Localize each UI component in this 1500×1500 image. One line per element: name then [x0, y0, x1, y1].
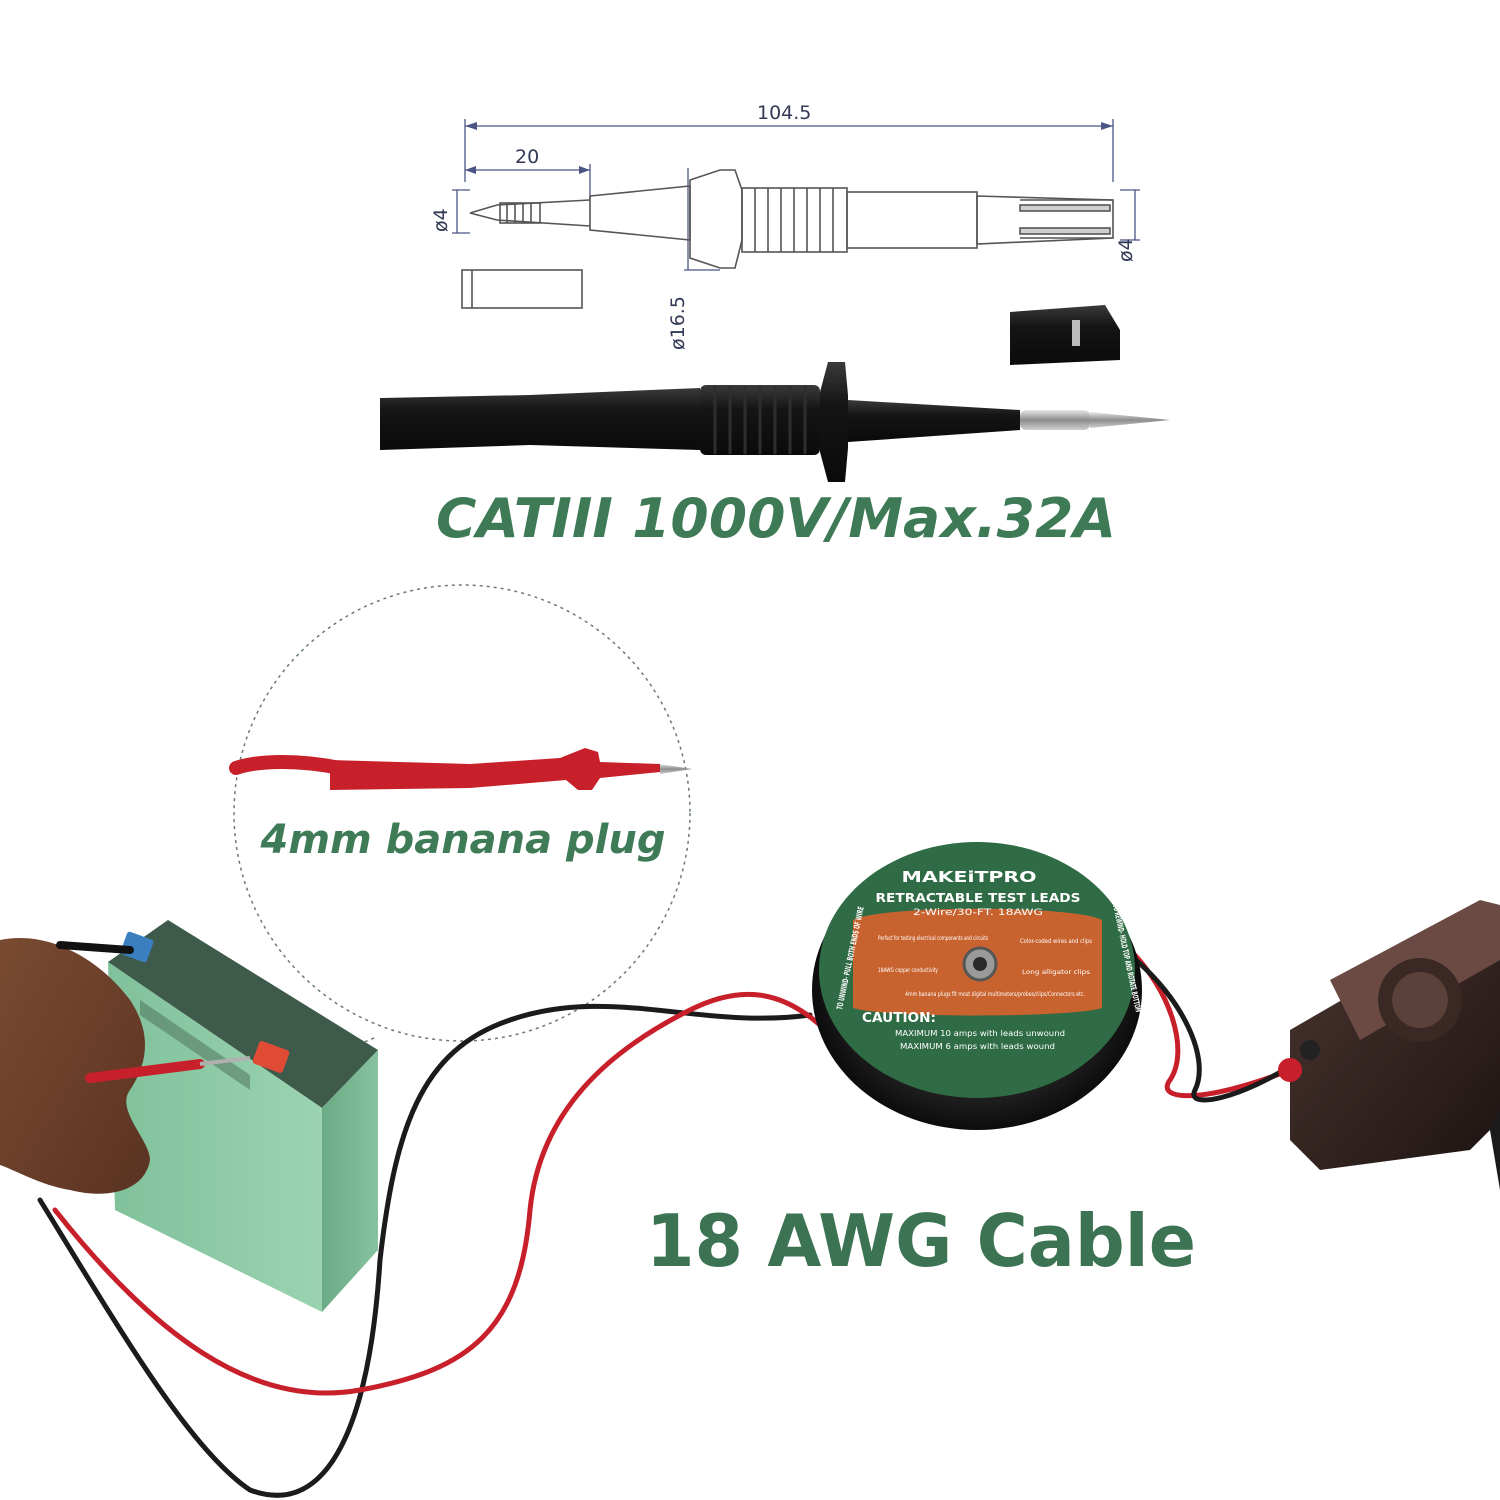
dim-tip-diameter-label: ø4: [430, 208, 452, 232]
banana-plug-callout: [229, 584, 692, 1091]
hand: [0, 938, 150, 1194]
reel-caution-title: CAUTION:: [862, 1011, 936, 1026]
dim-total-label: 104.5: [757, 102, 811, 124]
hand-probes: [56, 941, 251, 1083]
probe-technical-drawing: [452, 119, 1140, 309]
rating-label: CATIII 1000V/Max.32A: [436, 487, 1116, 550]
black-probe: [380, 362, 1170, 482]
retractable-reel: [812, 842, 1142, 1130]
dim-end-diameter-label: ø4: [1115, 238, 1137, 262]
reel-subtitle: 2-Wire/30-FT. 18AWG: [913, 908, 1043, 918]
multimeter: [1278, 900, 1500, 1190]
reel-feature-1: Perfect for testing electrical component…: [878, 935, 988, 942]
reel-feature-4: Long alligator clips: [1022, 969, 1090, 976]
black-probe-cap: [1010, 305, 1120, 365]
reel-feature-2: Color-coded wires and clips: [1020, 938, 1092, 945]
reel-caution-line-1: MAXIMUM 10 amps with leads unwound: [895, 1029, 1065, 1038]
reel-title: RETRACTABLE TEST LEADS: [876, 891, 1081, 905]
dim-flange-diameter-label: ø16.5: [667, 296, 689, 350]
reel-brand: MAKEiTPRO: [902, 868, 1037, 886]
reel-feature-3: 18AWG copper conductivity: [878, 967, 938, 974]
cable-gauge-label: 18 AWG Cable: [646, 1199, 1196, 1283]
test-lead-cables: [37, 947, 1303, 1498]
battery: [108, 920, 378, 1312]
dim-tip-label: 20: [515, 146, 539, 168]
banana-plug-label: 4mm banana plug: [260, 817, 666, 863]
reel-caution-line-2: MAXIMUM 6 amps with leads wound: [900, 1042, 1055, 1051]
reel-feature-5: 4mm banana plugs fit most digital multim…: [905, 991, 1085, 998]
